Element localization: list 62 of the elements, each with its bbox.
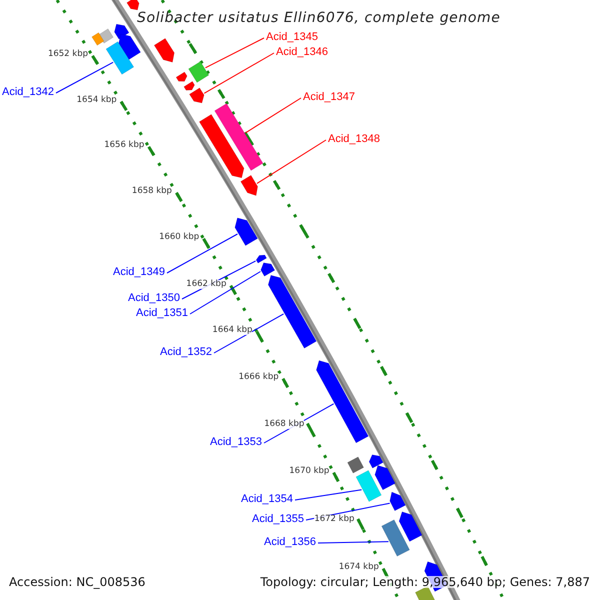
- leader-line: [190, 271, 261, 314]
- scale-label: 1674 kbp: [338, 563, 379, 572]
- gene-feature: [189, 88, 204, 104]
- gene-feature: [199, 114, 244, 178]
- gene-feature: [256, 254, 267, 264]
- gene-feature: [316, 360, 369, 444]
- gene-label: Acid_1353: [210, 437, 262, 448]
- gene-feature: [374, 465, 396, 490]
- scale-label: 1662 kbp: [186, 280, 226, 288]
- leader-line: [318, 541, 389, 544]
- gene-label: Acid_1351: [136, 308, 188, 319]
- gene-feature: [234, 218, 258, 246]
- leader-line: [166, 234, 238, 274]
- gene-label: Acid_1345: [266, 32, 318, 43]
- gene-label: Acid_1349: [113, 267, 165, 278]
- gene-feature: [390, 492, 406, 512]
- scale-label: 1654 kbp: [76, 96, 117, 104]
- gene-feature-block: [106, 41, 134, 75]
- gene-feature: [126, 0, 140, 10]
- scale-label: 1656 kbp: [104, 141, 144, 150]
- gene-feature-block: [381, 519, 410, 557]
- gene-feature: [154, 38, 175, 62]
- leader-line: [245, 98, 302, 134]
- gene-label: Acid_1348: [328, 134, 380, 145]
- gene-label: Acid_1355: [252, 514, 304, 525]
- gene-feature: [240, 175, 258, 196]
- scale-label: 1664 kbp: [212, 326, 252, 334]
- gene-feature-block: [347, 456, 364, 474]
- gene-feature: [398, 511, 422, 542]
- genome-info-text: Topology: circular; Length: 9,965,640 bp; Genes: 7,887: [260, 576, 590, 588]
- gene-label: Acid_1352: [160, 347, 212, 358]
- gene-feature-block: [214, 103, 264, 171]
- gene-label: Acid_1356: [264, 537, 316, 548]
- gene-feature: [260, 262, 276, 276]
- leader-line: [294, 489, 362, 500]
- gene-feature: [176, 72, 188, 82]
- gene-feature: [114, 24, 130, 40]
- accession-text: Accession: NC_008536: [9, 576, 146, 588]
- gene-label: Acid_1350: [128, 293, 180, 304]
- leader-line: [204, 38, 264, 68]
- leader-line: [256, 140, 326, 184]
- scale-label: 1652 kbp: [48, 50, 88, 58]
- scale-label: 1658 kbp: [132, 187, 172, 196]
- leader-line: [214, 313, 284, 354]
- gene-feature-block: [356, 470, 382, 502]
- gene-feature-block: [92, 32, 104, 46]
- scale-label: 1660 kbp: [159, 233, 200, 242]
- leader-line: [204, 52, 274, 94]
- scale-label: 1672 kbp: [314, 515, 354, 524]
- gene-label: Acid_1342: [2, 87, 54, 98]
- gene-feature-block: [98, 28, 114, 44]
- leader-line: [56, 62, 114, 94]
- gene-label: Acid_1346: [276, 47, 328, 58]
- gene-label: Acid_1347: [303, 92, 355, 103]
- scale-label: 1670 kbp: [289, 467, 330, 476]
- gene-feature: [268, 274, 317, 348]
- gene-feature-block: [188, 61, 210, 83]
- scale-label: 1666 kbp: [238, 373, 279, 382]
- scale-label: 1668 kbp: [264, 420, 304, 428]
- gene-feature: [184, 81, 195, 90]
- diagram-title: Solibacter usitatus Ellin6076, complete genome: [137, 11, 500, 25]
- gene-label: Acid_1354: [241, 494, 293, 505]
